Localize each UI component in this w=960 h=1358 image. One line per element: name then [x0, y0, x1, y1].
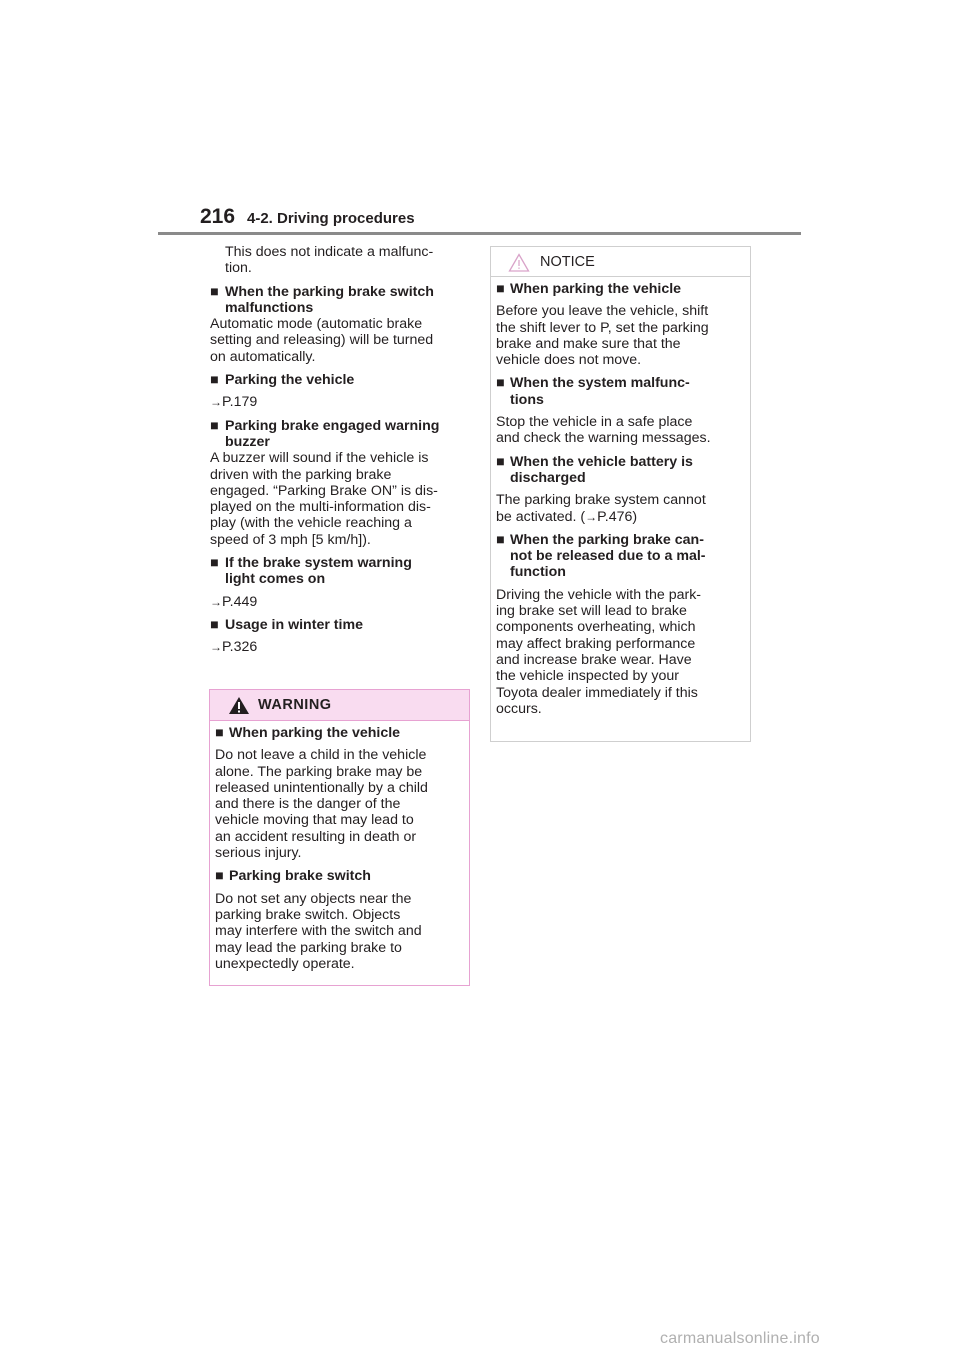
- notice-box: NOTICE ■ When parking the vehicle Before…: [490, 246, 751, 742]
- body-line: parking brake switch. Objects: [215, 906, 401, 923]
- section-title: 4-2. Driving procedures: [247, 210, 415, 227]
- body-line: Toyota dealer immediately if this: [496, 684, 698, 701]
- square-bullet-icon: ■: [210, 616, 219, 633]
- caution-triangle-icon: [508, 253, 530, 272]
- watermark-text: carmanualsonline.info: [660, 1330, 820, 1347]
- square-bullet-icon: ■: [210, 372, 219, 389]
- body-line: speed of 3 mph [5 km/h]).: [210, 531, 371, 548]
- arrow-icon: →: [210, 395, 222, 410]
- arrow-icon: →: [210, 640, 222, 655]
- arrow-icon: →: [585, 509, 598, 524]
- body-line: serious injury.: [215, 845, 302, 862]
- body-line: the shift lever to P, set the parking: [496, 319, 709, 336]
- body-line: Automatic mode (automatic brake: [210, 316, 423, 333]
- section-heading: ■ Parking brake engaged warning buzzer: [210, 417, 440, 450]
- body-line: brake and make sure that the: [496, 335, 681, 352]
- body-line: released unintentionally by a child: [215, 779, 428, 796]
- body-line: Stop the vehicle in a safe place: [496, 414, 693, 431]
- body-line: driven with the parking brake: [210, 466, 392, 483]
- page-reference-link[interactable]: →P.326: [210, 639, 258, 656]
- header-divider: [158, 232, 801, 235]
- body-line: the vehicle inspected by your: [496, 668, 679, 685]
- body-line: play (with the vehicle reaching a: [210, 515, 412, 532]
- arrow-icon: →: [210, 594, 222, 609]
- square-bullet-icon: ■: [210, 417, 219, 434]
- body-line: Before you leave the vehicle, shift: [496, 303, 709, 320]
- notice-title: NOTICE: [540, 254, 595, 270]
- body-line: and check the warning messages.: [496, 430, 711, 447]
- section-heading: ■ If the brake system warning light come…: [210, 555, 412, 588]
- square-bullet-icon: ■: [496, 281, 505, 297]
- body-line: and there is the danger of the: [215, 796, 401, 813]
- page-reference-link[interactable]: →P.179: [210, 394, 258, 411]
- square-bullet-icon: ■: [496, 453, 505, 470]
- intro-line: tion.: [225, 260, 252, 277]
- warning-header: WARNING: [210, 690, 469, 721]
- body-line: on automatically.: [210, 348, 316, 365]
- notice-header: NOTICE: [491, 247, 750, 277]
- body-line: vehicle does not move.: [496, 352, 642, 369]
- square-bullet-icon: ■: [210, 555, 219, 572]
- warning-body: ■ When parking the vehicle Do not leave …: [215, 725, 467, 972]
- warning-triangle-icon: [229, 697, 249, 714]
- section-heading: ■ When parking the vehicle: [496, 281, 682, 297]
- body-line: may interfere with the switch and: [215, 923, 422, 940]
- body-line: ing brake set will lead to brake: [496, 603, 687, 620]
- body-line: an accident resulting in death or: [215, 828, 417, 845]
- section-heading: ■ Parking the vehicle: [210, 372, 355, 389]
- section-heading: ■ When parking the vehicle: [215, 725, 401, 741]
- body-line: unexpectedly operate.: [215, 955, 355, 972]
- left-column: This does not indicate a malfunc- tion. …: [210, 244, 472, 656]
- body-line: and increase brake wear. Have: [496, 651, 692, 668]
- page-header: 216 4-2. Driving procedures: [200, 205, 800, 233]
- body-line: components overheating, which: [496, 619, 696, 636]
- section-heading: ■ When the parking brake switch malfunct…: [210, 283, 434, 316]
- square-bullet-icon: ■: [210, 283, 219, 300]
- page-reference-link[interactable]: →P.449: [210, 593, 258, 610]
- square-bullet-icon: ■: [215, 725, 224, 741]
- intro-line: This does not indicate a malfunc-: [225, 244, 434, 260]
- body-line: may affect braking performance: [496, 635, 696, 652]
- body-line: vehicle moving that may lead to: [215, 812, 414, 829]
- body-line: Do not leave a child in the vehicle: [215, 747, 427, 764]
- section-heading: ■ When the vehicle battery is discharged: [496, 453, 693, 486]
- section-heading: ■ When the system malfunc- tions: [496, 375, 690, 408]
- body-line: setting and releasing) will be turned: [210, 332, 434, 349]
- warning-title: WARNING: [258, 697, 332, 713]
- notice-body: ■ When parking the vehicle Before you le…: [496, 281, 748, 717]
- body-line: alone. The parking brake may be: [215, 763, 423, 780]
- warning-box: WARNING ■ When parking the vehicle Do no…: [209, 689, 470, 986]
- body-line: played on the multi-information dis-: [210, 499, 431, 516]
- body-line: be activated. (→P.476): [496, 508, 638, 525]
- body-line: occurs.: [496, 700, 542, 717]
- body-line: may lead the parking brake to: [215, 939, 402, 956]
- section-heading: ■ When the parking brake can- not be rel…: [496, 531, 706, 581]
- body-line: Do not set any objects near the: [215, 890, 412, 907]
- page-reference-link[interactable]: P.476): [597, 508, 638, 525]
- page-number: 216: [200, 205, 236, 228]
- body-line: Driving the vehicle with the park-: [496, 586, 702, 603]
- square-bullet-icon: ■: [496, 531, 505, 548]
- body-line: engaged. “Parking Brake ON” is dis-: [210, 482, 438, 499]
- body-line: The parking brake system cannot: [496, 492, 706, 509]
- section-heading: ■ Usage in winter time: [210, 616, 363, 633]
- square-bullet-icon: ■: [215, 868, 224, 885]
- section-heading: ■ Parking brake switch: [215, 868, 371, 885]
- body-line: A buzzer will sound if the vehicle is: [210, 450, 429, 467]
- square-bullet-icon: ■: [496, 375, 505, 392]
